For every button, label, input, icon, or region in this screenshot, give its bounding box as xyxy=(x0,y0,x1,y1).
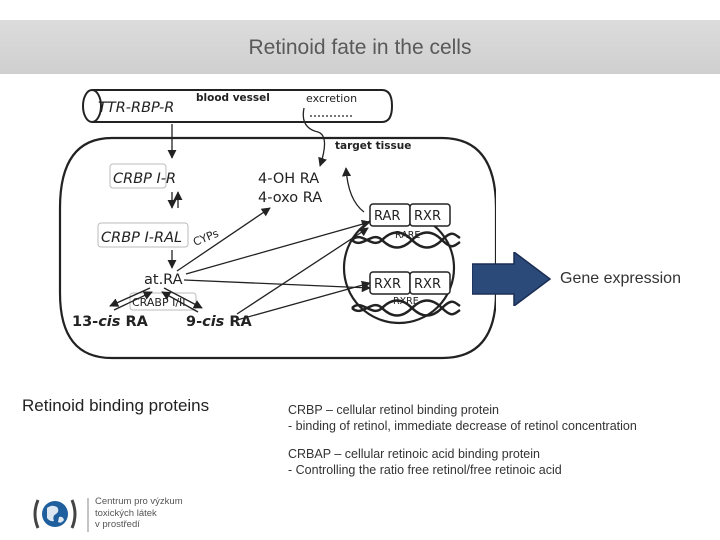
logo-text: Centrum pro výzkum toxických látek v pro… xyxy=(95,496,183,531)
blood-vessel-outline xyxy=(92,89,394,123)
arrow-9cis-to-rxr xyxy=(236,280,371,321)
rxr-top-label: RXR xyxy=(414,209,441,224)
dna-helix-rxre xyxy=(351,299,461,317)
retinoid-pathway-diagram: TTR-RBP-R blood vessel excretion target … xyxy=(52,88,496,364)
cell-outline xyxy=(58,136,496,360)
blood-vessel-opening xyxy=(82,89,102,123)
crbp-title: CRBP – cellular retinol binding protein xyxy=(288,403,499,417)
slide-title: Retinoid fate in the cells xyxy=(248,36,472,59)
rxr-left-label: RXR xyxy=(374,277,401,292)
crbp-i-ral-label: CRBP I-RAL xyxy=(101,230,182,246)
target-tissue-label: target tissue xyxy=(335,140,411,152)
arrow-atra-to-9cis xyxy=(163,287,203,309)
arrow-atra-to-13cis xyxy=(109,287,151,307)
excretion-label: excretion xyxy=(306,92,357,105)
rxr-top-box xyxy=(409,203,451,227)
arrow-atra-to-rxr xyxy=(183,279,371,293)
cis13-ra-label: 13-cis RA xyxy=(72,314,149,330)
rxre-label: RXRE xyxy=(393,296,419,307)
oh-ra-label: 4-OH RA xyxy=(258,171,319,187)
oxo-ra-label: 4-oxo RA xyxy=(258,190,322,206)
dna-helix-rare xyxy=(351,231,461,249)
arrow-9cis-to-rar xyxy=(236,227,369,315)
recetox-logo xyxy=(33,498,89,532)
gene-expression-label: Gene expression xyxy=(560,270,681,287)
arrow-atra-to-rar xyxy=(185,219,371,275)
arrow-atra-to-oxo xyxy=(176,207,271,272)
logo-line-2: toxických látek xyxy=(95,507,157,519)
logo-line-1: Centrum pro výzkum xyxy=(95,496,183,507)
at-ra-label: at.RA xyxy=(144,272,183,288)
rar-label: RAR xyxy=(374,209,400,224)
crbap-title: CRBAP – cellular retinoic acid binding p… xyxy=(288,447,540,461)
crbp-description: - binding of retinol, immediate decrease… xyxy=(288,419,637,433)
retinoid-binding-proteins-heading: Retinoid binding proteins xyxy=(22,396,210,415)
rxr-right-label: RXR xyxy=(414,277,441,292)
arrow-9cis-to-atra xyxy=(161,291,199,313)
crbap-description: - Controlling the ratio free retinol/fre… xyxy=(288,463,562,477)
title-bar xyxy=(0,20,720,74)
arrow-to-nucleus-top xyxy=(341,167,365,213)
gene-expression-arrow xyxy=(472,252,552,306)
cis9-ra-label: 9-cis RA xyxy=(186,314,253,330)
blood-vessel-label: blood vessel xyxy=(196,92,270,104)
crbp-i-r-label: CRBP I-R xyxy=(113,171,176,187)
notes-block: CRBP – cellular retinol binding protein … xyxy=(288,402,637,478)
ttr-rbp-r-label: TTR-RBP-R xyxy=(98,100,174,116)
crbp-i-r-box xyxy=(109,163,167,189)
crbp-i-ral-box xyxy=(97,222,189,248)
arrow-excretion xyxy=(302,107,327,167)
rxr-right-box xyxy=(409,271,451,295)
arrow-13cis-to-atra xyxy=(113,291,153,311)
logo-line-3: v prostředí xyxy=(95,519,140,530)
